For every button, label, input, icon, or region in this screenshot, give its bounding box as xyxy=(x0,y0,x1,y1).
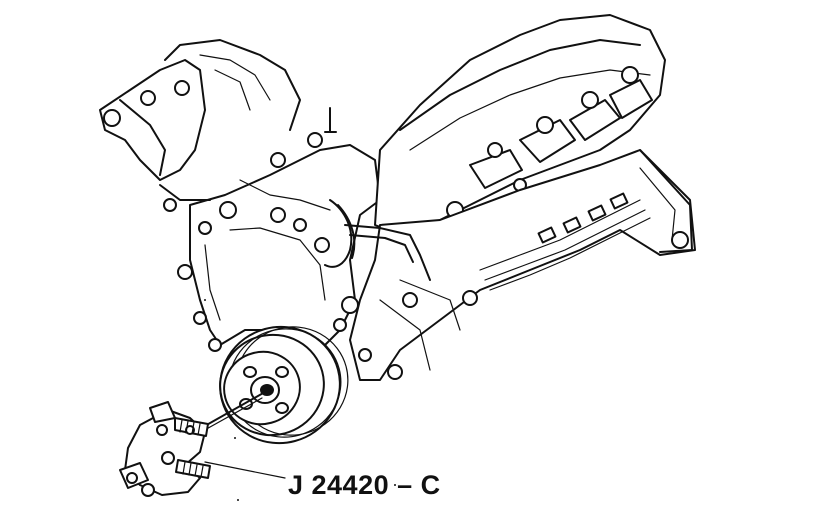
tool-callout-label: J 24420 – C xyxy=(288,470,441,500)
cylinder-head xyxy=(344,14,696,381)
crankshaft-pulley xyxy=(219,325,349,445)
puller-tool xyxy=(119,391,286,497)
engine-block xyxy=(99,39,381,352)
wiring-harness xyxy=(479,192,651,291)
